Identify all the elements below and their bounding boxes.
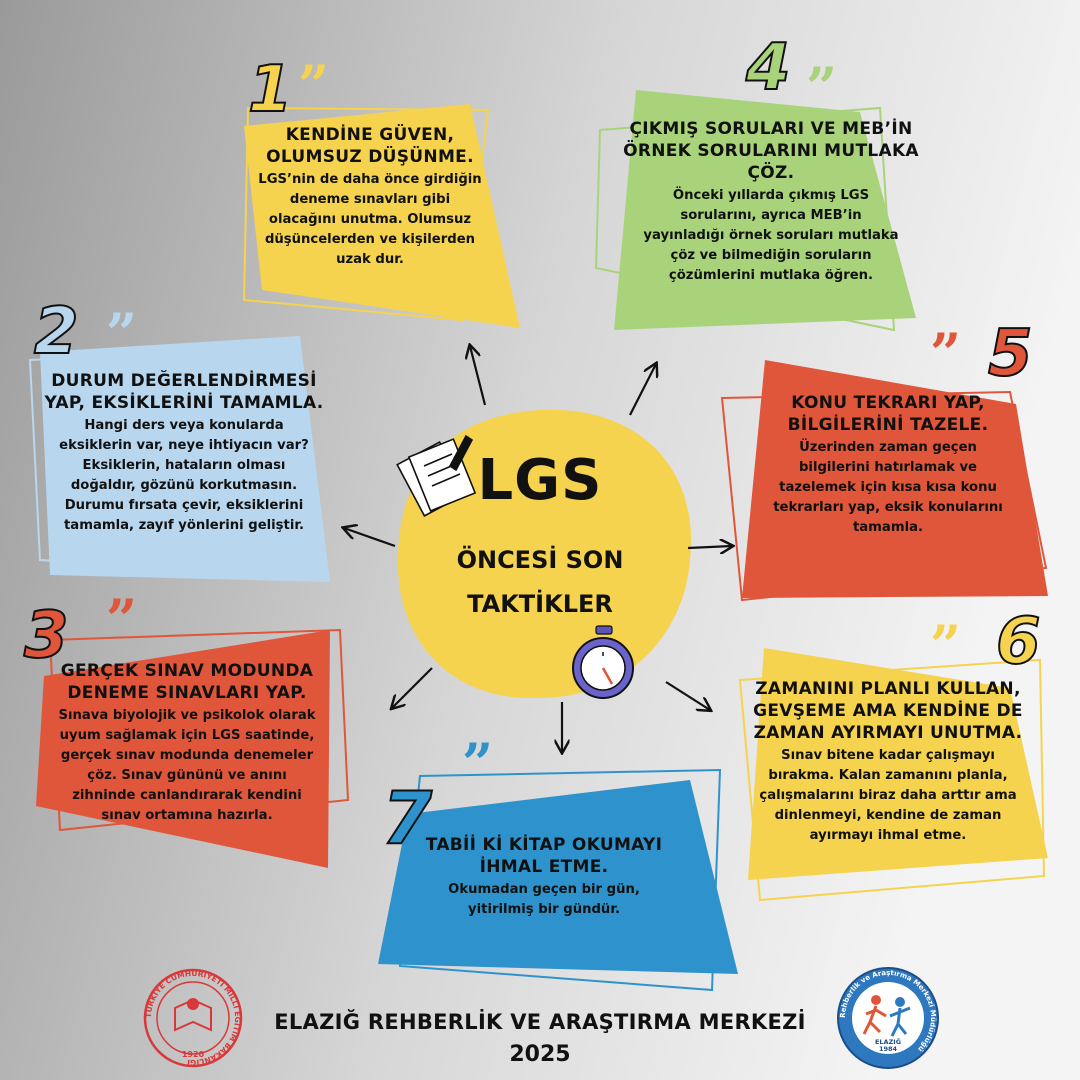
tip-7-card: TABİİ Kİ KİTAP OKUMAYI İHMAL ETME. Okuma… bbox=[414, 834, 674, 920]
tip-1-quote-icon: ” bbox=[298, 53, 330, 117]
tip-6-body: Sınav bitene kadar çalışmayı bırakma. Ka… bbox=[759, 748, 1017, 843]
card-4-shape bbox=[594, 90, 916, 332]
tip-5-quote-icon: ” bbox=[930, 321, 962, 385]
tip-3-card: GERÇEK SINAV MODUNDA DENEME SINAVLARI YA… bbox=[42, 660, 332, 826]
documents-pen-icon bbox=[396, 434, 477, 517]
arrows bbox=[344, 346, 732, 752]
card-6-shape bbox=[738, 648, 1048, 902]
svg-text:1920: 1920 bbox=[182, 1050, 205, 1059]
tip-3-quote-icon: ” bbox=[106, 587, 138, 651]
tip-2-title: DURUM DEĞERLENDİRMESİ YAP, EKSİKLERİNİ T… bbox=[44, 371, 324, 413]
tip-1-card: KENDİNE GÜVEN, OLUMSUZ DÜŞÜNME. LGS’nin … bbox=[240, 124, 500, 270]
tip-6-title: ZAMANINI PLANLI KULLAN, GEVŞEME AMA KEND… bbox=[753, 679, 1023, 743]
tip-5-body: Üzerinden zaman geçen bilgilerini hatırl… bbox=[773, 440, 1003, 535]
svg-text:ELAZIĞ: ELAZIĞ bbox=[875, 1037, 901, 1046]
tip-1-body: LGS’nin de daha önce girdiğin deneme sın… bbox=[258, 172, 482, 267]
tip-7-number: 7 bbox=[381, 776, 433, 860]
stopwatch-icon bbox=[572, 625, 634, 699]
tip-6-card: ZAMANINI PLANLI KULLAN, GEVŞEME AMA KEND… bbox=[744, 678, 1032, 846]
ministry-logo-lettering: TÜRKİYE CUMHURİYETİ MİLLÎ EĞİTİM BAKANLI… bbox=[144, 969, 242, 1067]
card-2-shape bbox=[28, 336, 330, 582]
center-subtitle: ÖNCESİ SON TAKTİKLER bbox=[456, 546, 624, 618]
footer-year: 2025 bbox=[509, 1042, 571, 1067]
tip-6-number: 6 bbox=[995, 605, 1042, 679]
tip-3-number: 3 bbox=[23, 599, 70, 673]
tip-3-body: Sınava biyolojik ve psikolok olarak uyum… bbox=[58, 708, 316, 823]
tip-7-title: TABİİ Kİ KİTAP OKUMAYI İHMAL ETME. bbox=[425, 835, 663, 877]
tip-4-quote-icon: ” bbox=[806, 55, 838, 119]
ram-logo-lettering: Rehberlik ve Araştırma Merkezi Müdürlüğü… bbox=[839, 969, 937, 1053]
tip-5-title: KONU TEKRARI YAP, BİLGİLERİNİ TAZELE. bbox=[787, 393, 989, 435]
tip-7-body: Okumadan geçen bir gün, yitirilmiş bir g… bbox=[448, 882, 640, 917]
tip-7-quote-icon: ” bbox=[462, 731, 494, 795]
tip-4-title: ÇIKMIŞ SORULARI VE MEB’İN ÖRNEK SORULARI… bbox=[623, 119, 919, 183]
tip-1-number: 1 bbox=[247, 53, 294, 127]
card-7-shape bbox=[378, 768, 738, 992]
tip-4-card: ÇIKMIŞ SORULARI VE MEB’İN ÖRNEK SORULARI… bbox=[616, 118, 926, 286]
tip-5-number: 5 bbox=[987, 317, 1034, 391]
tip-2-card: DURUM DEĞERLENDİRMESİ YAP, EKSİKLERİNİ T… bbox=[44, 370, 324, 536]
tip-6-quote-icon: ” bbox=[930, 613, 962, 677]
card-3-shape bbox=[36, 628, 350, 868]
tip-4-number: 4 bbox=[745, 31, 792, 105]
tip-5-card: KONU TEKRARI YAP, BİLGİLERİNİ TAZELE. Üz… bbox=[748, 392, 1028, 538]
tip-2-number: 2 bbox=[33, 295, 80, 369]
center-title: LGS bbox=[477, 448, 603, 513]
ram-logo bbox=[837, 967, 939, 1069]
tip-4-body: Önceki yıllarda çıkmış LGS sorularını, a… bbox=[643, 188, 899, 283]
tip-3-title: GERÇEK SINAV MODUNDA DENEME SINAVLARI YA… bbox=[60, 661, 314, 703]
card-5-shape bbox=[720, 360, 1048, 602]
tip-2-body: Hangi ders veya konularda eksiklerin var… bbox=[59, 418, 309, 533]
ministry-logo bbox=[143, 968, 243, 1068]
footer-organization-name: ELAZIĞ REHBERLİK VE ARAŞTIRMA MERKEZİ bbox=[274, 1010, 806, 1034]
tip-1-title: KENDİNE GÜVEN, OLUMSUZ DÜŞÜNME. bbox=[266, 125, 474, 167]
svg-text:1984: 1984 bbox=[879, 1045, 898, 1053]
card-1-shape bbox=[242, 104, 520, 328]
tip-2-quote-icon: ” bbox=[106, 301, 138, 365]
